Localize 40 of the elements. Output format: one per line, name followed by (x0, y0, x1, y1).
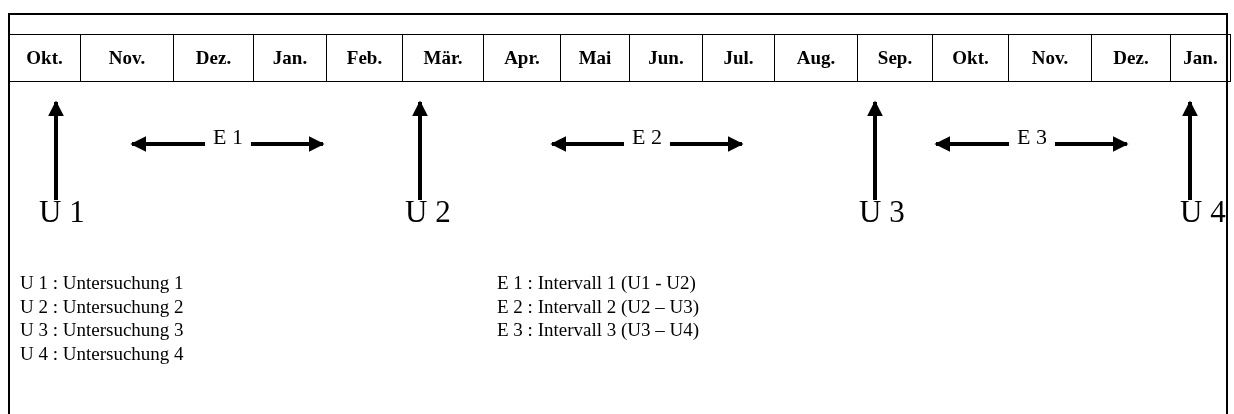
arrow (1182, 100, 1198, 200)
month-cell: Okt. (8, 34, 81, 82)
month-cell: Sep. (857, 34, 933, 82)
month-cell: Mai (560, 34, 630, 82)
month-cell: Dez. (1091, 34, 1171, 82)
month-cell: Nov. (80, 34, 174, 82)
arrow (669, 136, 744, 152)
month-cell: Dez. (173, 34, 254, 82)
month-cell: Jun. (629, 34, 703, 82)
legend-text: U 2 : Untersuchung 2 (20, 296, 184, 316)
legend-text: E 1 : Intervall 1 (U1 - U2) (497, 273, 696, 292)
arrow (250, 136, 325, 152)
interval-label: E 1 (213, 126, 243, 148)
month-cell: Feb. (326, 34, 403, 82)
examination-label: U 4 (1180, 196, 1226, 227)
legend-text: U 3 : Untersuchung 3 (20, 320, 184, 339)
arrow (412, 100, 428, 200)
legend-text: E 3 : Intervall 3 (U3 – U4) (497, 320, 700, 339)
legend-text: E 2 : Intervall 2 (U2 – U3) (497, 296, 700, 316)
month-cell: Okt. (932, 34, 1009, 82)
legend-text: U 1 : Untersuchung 1 (20, 273, 184, 292)
examination-label: U 2 (405, 196, 451, 227)
month-cell: Apr. (483, 34, 561, 82)
month-cell: Nov. (1008, 34, 1092, 82)
interval-label: E 2 (632, 126, 662, 148)
month-cell: Jul. (702, 34, 775, 82)
examination-label: U 1 (39, 196, 85, 227)
month-cell: Jan. (1170, 34, 1231, 82)
arrow (1054, 136, 1129, 152)
arrow (867, 100, 883, 200)
arrow (48, 100, 64, 200)
arrow (550, 136, 624, 152)
arrow (934, 136, 1009, 152)
legend-text: U 4 : Untersuchung 4 (20, 343, 184, 363)
month-cell: Aug. (774, 34, 858, 82)
interval-label: E 3 (1017, 126, 1047, 148)
month-cell: Jan. (253, 34, 327, 82)
examination-label: U 3 (859, 196, 905, 227)
month-cell: Mär. (402, 34, 484, 82)
arrow (130, 136, 205, 152)
